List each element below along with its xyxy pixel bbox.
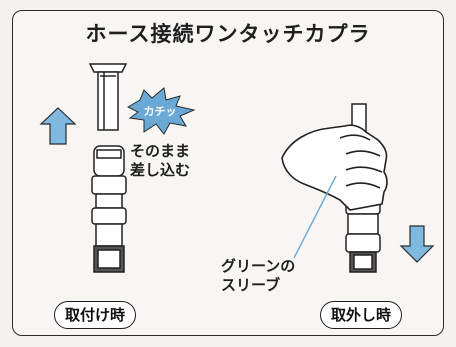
down-arrow-icon: [399, 225, 435, 263]
attach-state-badge: 取付け時: [54, 301, 137, 329]
hand: [281, 124, 388, 211]
burst-text: カチッ: [144, 105, 177, 118]
click-burst-icon: [126, 87, 196, 135]
sleeve-pointer-line: [293, 175, 337, 259]
page-title: ホース接続ワンタッチカプラ: [85, 22, 371, 46]
detach-state-badge: 取外し時: [320, 301, 403, 329]
coupler-body-right: [345, 103, 381, 273]
instruction-line-1: そのまま: [130, 142, 191, 160]
sleeve-label-line-2: スリーブ: [221, 276, 281, 294]
sleeve-label: グリーンの スリーブ: [221, 257, 295, 295]
instruction-label: そのまま 差し込む: [130, 142, 190, 180]
hose-nipple: [88, 63, 128, 131]
up-arrow-icon: [39, 107, 77, 145]
coupler-body-left: [91, 145, 127, 273]
instruction-line-2: 差し込む: [130, 161, 191, 179]
sleeve-label-line-1: グリーンの: [221, 257, 296, 275]
